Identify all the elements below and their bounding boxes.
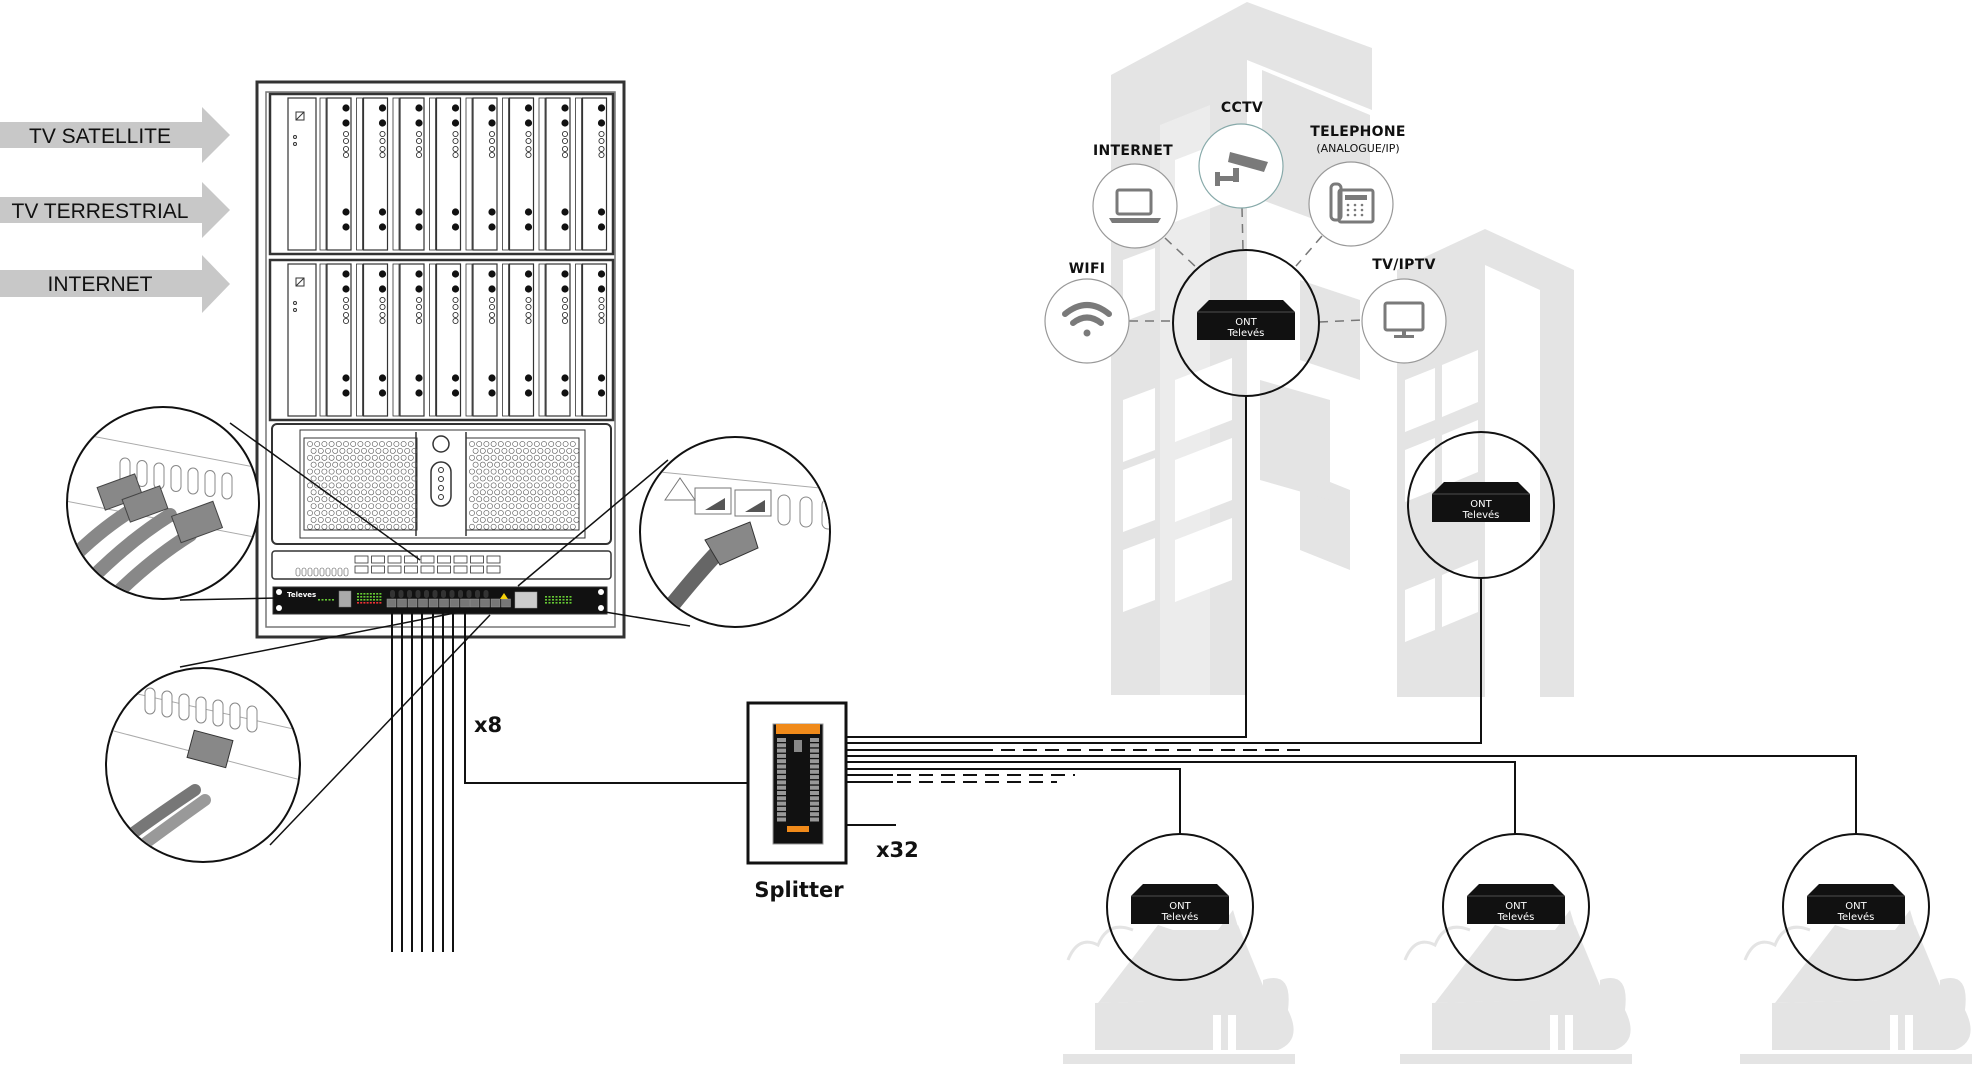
drop-fiber-house-3 xyxy=(847,755,1857,834)
service-telephone: TELEPHONE (ANALOGUE/IP) xyxy=(1308,124,1405,247)
ont-device-icon xyxy=(1131,884,1229,924)
service-internet: INTERNET xyxy=(1092,143,1178,249)
fiber-bundle xyxy=(391,613,454,952)
service-label-internet: INTERNET xyxy=(1093,143,1173,159)
service-label-cctv: CCTV xyxy=(1221,100,1263,116)
drop-fiber-house-2 xyxy=(847,761,1516,834)
service-cctv: CCTV xyxy=(1198,100,1284,209)
ont-label-line1: ONT xyxy=(1470,499,1492,510)
input-label-internet: INTERNET xyxy=(48,273,153,296)
ont-label-line2: Televés xyxy=(1161,911,1199,923)
service-label-tv: TV/IPTV xyxy=(1372,257,1435,273)
splitter-orange-header xyxy=(776,724,820,734)
ont-units: ONTTelevésONTTelevésONTTelevésONTTelevés… xyxy=(1106,249,1930,981)
ont-label-line1: ONT xyxy=(1235,317,1257,328)
power-button-icon xyxy=(432,435,450,453)
olt-brand-label: Televes xyxy=(287,591,316,599)
olt-unit: Televes xyxy=(272,586,608,615)
callout-lines xyxy=(179,422,691,846)
service-label-telephone: TELEPHONE xyxy=(1310,124,1405,140)
splitter-outputs-label: x32 xyxy=(876,838,919,862)
ont-device-icon xyxy=(1432,482,1530,522)
house-silhouette xyxy=(1400,910,1632,1064)
service-links xyxy=(1129,207,1363,323)
input-arrow-satellite: TV SATELLITE xyxy=(0,107,230,163)
input-arrow-internet: INTERNET xyxy=(0,255,230,313)
house-silhouette xyxy=(1740,910,1972,1064)
ont-label-line1: ONT xyxy=(1845,901,1867,912)
laser-warning-icon xyxy=(500,593,508,599)
optical-amplifier-unit xyxy=(271,550,612,580)
controller-module xyxy=(287,263,317,417)
ont-label-line1: ONT xyxy=(1169,901,1191,912)
ont-device-icon xyxy=(1197,300,1295,340)
houses xyxy=(1063,910,1972,1064)
distribution-lines xyxy=(847,396,1857,834)
cctv-camera-icon xyxy=(1215,152,1268,186)
ont-label-line2: Televés xyxy=(1227,327,1265,339)
wifi-icon xyxy=(1062,302,1112,337)
laptop-icon xyxy=(1109,188,1161,223)
ont-label-line2: Televés xyxy=(1462,509,1500,521)
callout-ethernet-patch xyxy=(66,406,260,600)
service-wifi: WIFI xyxy=(1044,261,1130,364)
ont-label-line2: Televés xyxy=(1837,911,1875,923)
apartment-building-small xyxy=(1397,229,1574,697)
splitter: Splitter x32 xyxy=(746,701,919,902)
service-sublabel-telephone: (ANALOGUE/IP) xyxy=(1316,142,1399,155)
drop-fiber-main-ont xyxy=(847,396,1247,738)
ont-label-line1: ONT xyxy=(1505,901,1527,912)
input-label-satellite: TV SATELLITE xyxy=(29,125,171,148)
telephone-icon xyxy=(1329,182,1375,224)
fiber-count-label: x8 xyxy=(474,713,502,737)
callout-fiber-connector xyxy=(105,667,301,863)
service-label-wifi: WIFI xyxy=(1069,261,1106,277)
tv-monitor-icon xyxy=(1383,301,1425,338)
power-supply-unit xyxy=(271,423,612,545)
feeder-fiber xyxy=(464,613,748,784)
laser-warning-icon xyxy=(664,477,696,501)
drop-fiber-house-1 xyxy=(847,768,1181,834)
building-small-windows xyxy=(1405,350,1478,642)
controller-module xyxy=(287,97,317,251)
ont-label-line2: Televés xyxy=(1497,911,1535,923)
service-tv: TV/IPTV xyxy=(1361,257,1447,364)
splitter-label: Splitter xyxy=(754,878,844,902)
ethernet-ports xyxy=(514,591,538,609)
headend-cabinet: Televes xyxy=(255,80,626,639)
input-label-terrestrial: TV TERRESTRIAL xyxy=(12,200,189,223)
input-arrow-terrestrial: TV TERRESTRIAL xyxy=(0,182,230,238)
ont-device-icon xyxy=(1807,884,1905,924)
house-silhouette xyxy=(1063,910,1295,1064)
drop-fiber-building-ont xyxy=(847,578,1482,744)
callout-sfp-ethernet xyxy=(639,436,831,628)
ont-device-icon xyxy=(1467,884,1565,924)
